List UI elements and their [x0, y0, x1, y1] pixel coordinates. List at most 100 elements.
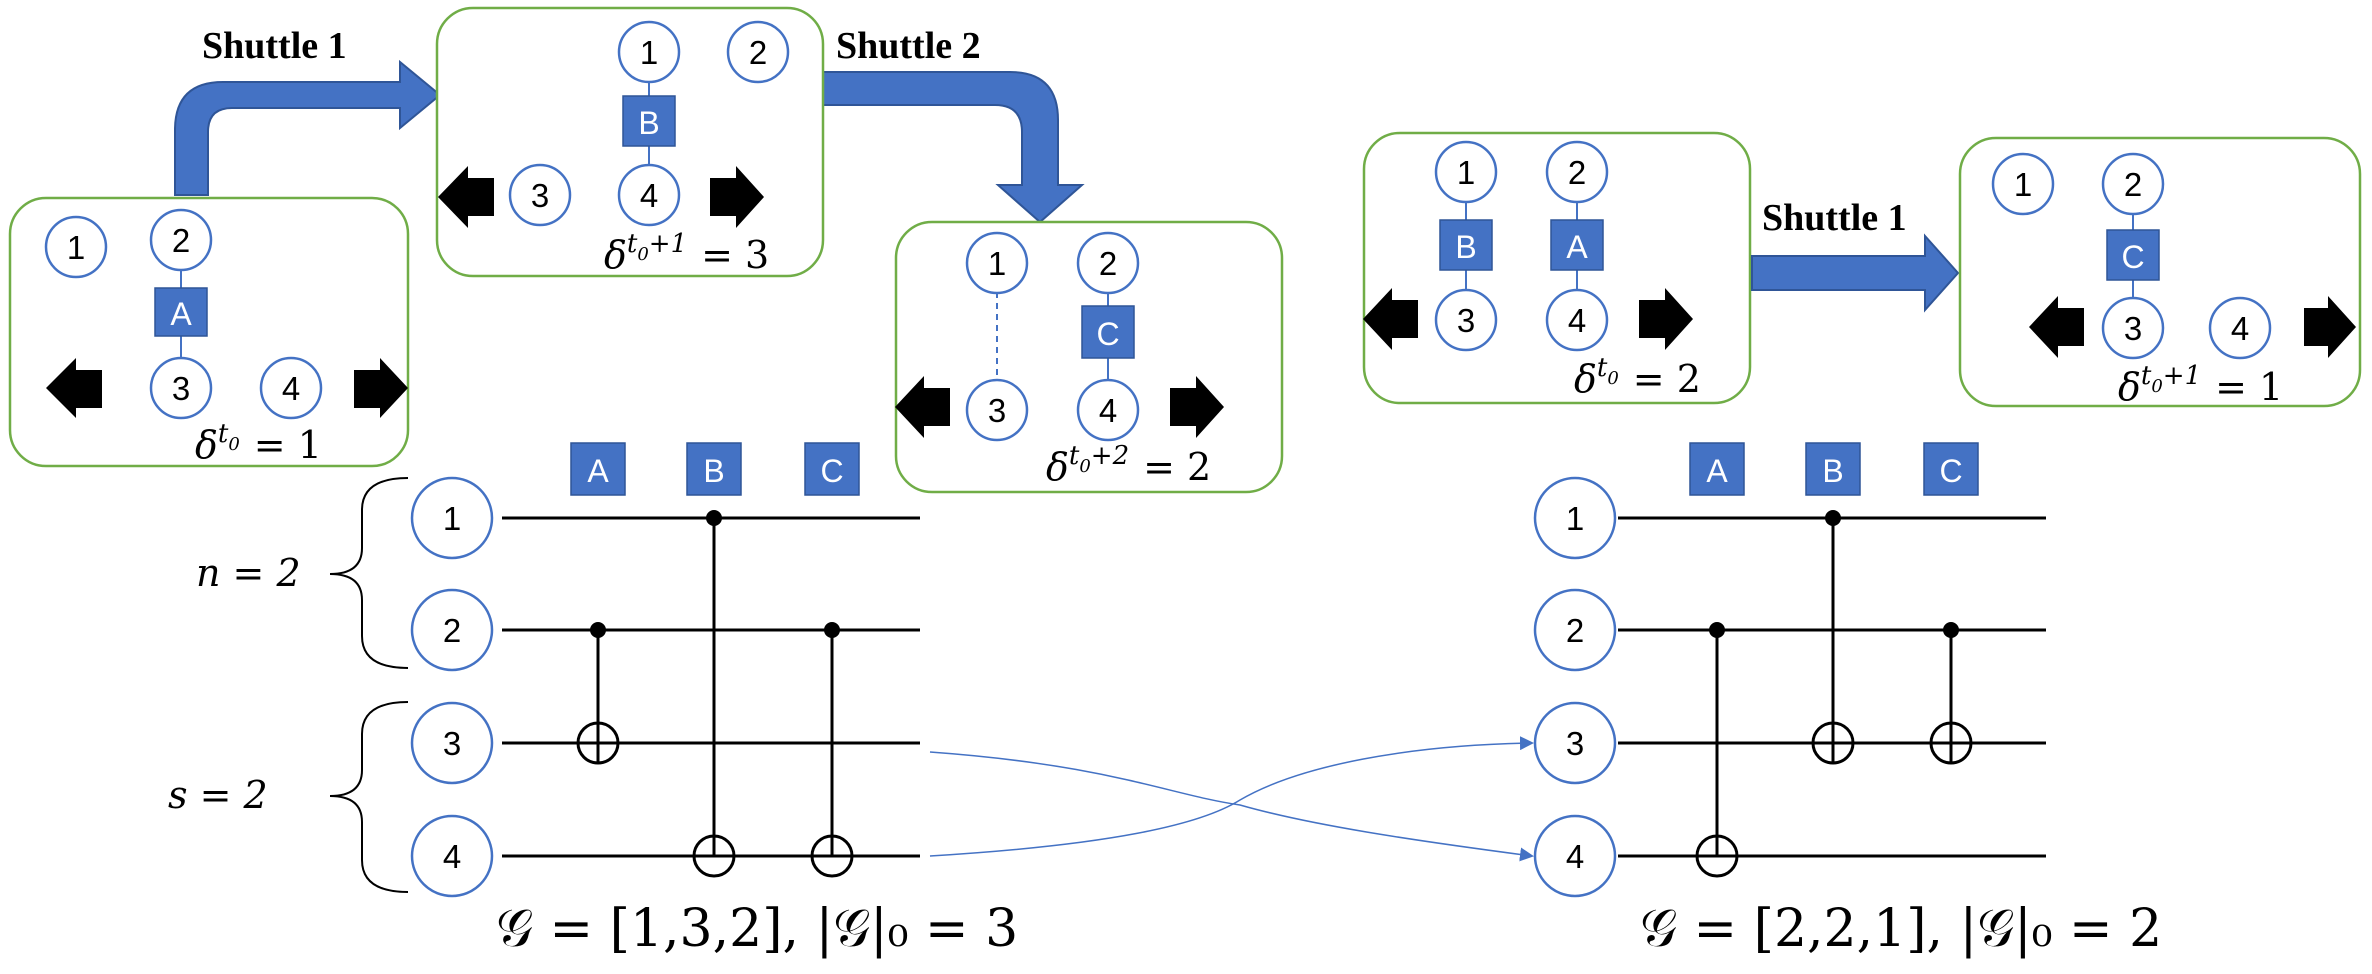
qubit-label: 4 [1566, 838, 1584, 875]
qubit-label: 3 [443, 725, 461, 762]
control-dot [1943, 622, 1959, 638]
qubit-label: 2 [1099, 245, 1117, 282]
gate-box [1550, 219, 1604, 271]
gate-label: B [638, 105, 659, 141]
qubit-circle [44, 215, 108, 279]
gate-box [1923, 442, 1979, 496]
shuttle-1-label: Shuttle 1 [202, 25, 347, 67]
gate-label: B [1455, 229, 1476, 265]
gate-box [1439, 219, 1493, 271]
qubit-circle [1533, 701, 1617, 785]
qubit-label: 4 [443, 838, 461, 875]
state-box-right-t1: 1 2 C 3 4 δt0+1= 1 [1958, 136, 2362, 409]
right-arrow-icon [1639, 288, 1693, 350]
qubit-circle [410, 701, 494, 785]
qubit-circle [2101, 296, 2165, 360]
right-arrow-icon [710, 166, 764, 228]
qubit-circle [1076, 231, 1140, 295]
qubit-label: 3 [1457, 302, 1475, 339]
left-arrow-icon [438, 166, 494, 228]
left-arrow-icon [2029, 296, 2084, 358]
qubit-circle [508, 163, 572, 227]
qubit-circle [1545, 288, 1609, 352]
g-left-label: 𝒢 = [1,3,2], |𝒢|₀ = 3 [496, 899, 1018, 959]
s-label: s = 2 [168, 773, 268, 817]
control-dot [824, 622, 840, 638]
brace-n [329, 477, 409, 669]
delta-label: δt0+2= 2 [1046, 441, 1211, 489]
gate-label: C [2121, 239, 2144, 275]
control-dot [706, 510, 722, 526]
qubit-circle [149, 208, 213, 272]
qubit-label: 2 [1566, 612, 1584, 649]
gate-box [622, 95, 676, 147]
qubit-circle [1533, 588, 1617, 672]
gate-box [570, 442, 626, 496]
circuit-left: 1 2 3 4 A B C n = 2 s = 2 [168, 442, 920, 898]
qubit-label: 2 [443, 612, 461, 649]
qubit-label: 2 [749, 34, 767, 71]
gate-box [1081, 305, 1135, 359]
qubit-circle [1434, 140, 1498, 204]
qubit-circle [410, 814, 494, 898]
qubit-label: 1 [67, 229, 85, 266]
qubit-label: 1 [443, 500, 461, 537]
gate-box [1689, 442, 1745, 496]
qubit-label: 4 [640, 177, 658, 214]
control-dot [1825, 510, 1841, 526]
qubit-circle [149, 356, 213, 420]
qubit-label: 3 [988, 392, 1006, 429]
qubit-label: 2 [172, 222, 190, 259]
qubit-circle [1076, 378, 1140, 442]
state-box-left-t2: 1 2 C 3 4 δt0+2= 2 [894, 220, 1284, 494]
qubit-label: 4 [2231, 310, 2249, 347]
shuttle-2-arrow [822, 71, 1085, 224]
qubit-circle [617, 20, 681, 84]
circuit-right: 1 2 3 4 A B C [1533, 442, 2046, 898]
qubit-label: 1 [1566, 500, 1584, 537]
qubit-circle [1991, 152, 2055, 216]
qubit-circle [259, 356, 323, 420]
qubit-circle [1533, 476, 1617, 560]
state-box-left-t1: 1 2 B 3 4 δt0+1= 3 [435, 6, 825, 278]
shuttle-1-arrow [174, 59, 442, 196]
qubit-label: 2 [1568, 154, 1586, 191]
qubit-label: 1 [988, 245, 1006, 282]
gate-label: C [1939, 453, 1962, 489]
gate-label: B [703, 453, 724, 489]
right-arrow-icon [2304, 296, 2356, 358]
gate-label: B [1822, 453, 1843, 489]
qubit-circle [1434, 288, 1498, 352]
state-box-left-t0: 1 2 A 3 4 δt0= 1 [8, 196, 410, 468]
qubit-label: 3 [172, 370, 190, 407]
qubit-label: 4 [1568, 302, 1586, 339]
shuttle-2-label: Shuttle 2 [836, 25, 981, 67]
qubit-circle [617, 163, 681, 227]
qubit-label: 1 [2014, 166, 2032, 203]
qubit-circle [726, 20, 790, 84]
qubit-label: 2 [2124, 166, 2142, 203]
qubit-circle [410, 588, 494, 672]
right-arrow-icon [354, 358, 408, 418]
left-arrow-icon [46, 358, 102, 418]
qubit-label: 3 [2124, 310, 2142, 347]
gate-box [154, 287, 208, 337]
mapping-curve-3-to-4 [929, 751, 1534, 862]
right-arrow-icon [1170, 376, 1224, 438]
qubit-circle [965, 231, 1029, 295]
control-dot [590, 622, 606, 638]
gate-box [804, 442, 860, 496]
gate-label: C [820, 453, 843, 489]
gate-label: A [587, 453, 609, 489]
left-arrow-icon [1363, 288, 1418, 350]
state-box-right-t0: 1 2 B A 3 4 δt0= 2 [1362, 131, 1752, 405]
gate-box [1805, 442, 1861, 496]
gate-label: A [1566, 229, 1588, 265]
shuttle-3-label: Shuttle 1 [1762, 197, 1907, 239]
gate-label: A [170, 296, 192, 332]
qubit-circle [2101, 152, 2165, 216]
qubit-label: 1 [1457, 154, 1475, 191]
qubit-circle [2208, 296, 2272, 360]
gate-box [2106, 229, 2160, 281]
